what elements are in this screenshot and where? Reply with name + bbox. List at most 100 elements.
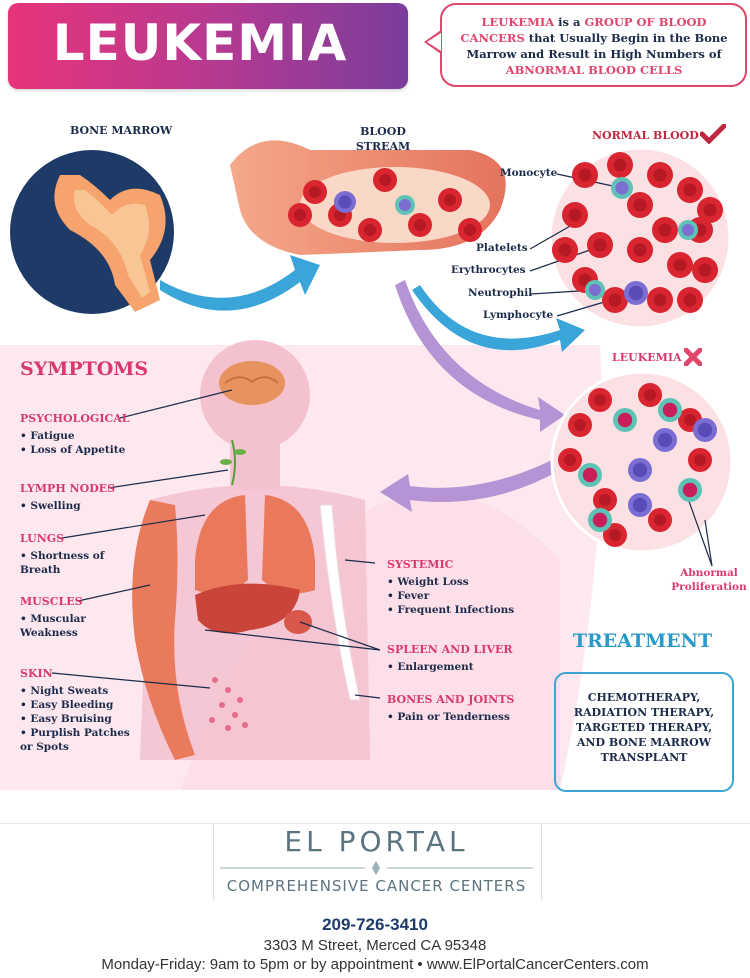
- spleen-shape: [284, 610, 312, 634]
- neutrophil-cell: [678, 220, 698, 240]
- footer-divider: [0, 823, 750, 824]
- def-highlight-2: ABNORMAL BLOOD CELLS: [505, 63, 683, 77]
- leukemic-cell: [628, 458, 652, 482]
- symptom-group-muscles: MUSCLES Muscular Weakness: [20, 595, 100, 640]
- neck-shape: [230, 440, 280, 490]
- red-blood-cell: [562, 202, 588, 228]
- symptom-item: Muscular Weakness: [20, 612, 100, 640]
- red-blood-cell: [593, 488, 617, 512]
- def-text-2: that Usually Begin in the Bone Marrow an…: [466, 31, 728, 61]
- arrow-leukemia-to-body: [380, 460, 560, 512]
- red-blood-cell: [358, 218, 382, 242]
- monocyte-cell: [611, 177, 633, 199]
- red-blood-cell: [638, 383, 662, 407]
- red-blood-cell: [692, 257, 718, 283]
- symptom-group-lungs: LUNGS Shortness of Breath: [20, 532, 115, 577]
- label-lymphocyte: Lymphocyte: [483, 309, 554, 321]
- right-lung: [262, 495, 315, 594]
- definition-text: LEUKEMIA is a GROUP OF BLOOD CANCERS tha…: [452, 14, 736, 78]
- leukemic-cell: [578, 463, 602, 487]
- red-blood-cell: [677, 177, 703, 203]
- label-neutrophil: Neutrophil: [468, 287, 533, 299]
- title-banner: [8, 3, 408, 89]
- symptom-item: Pain or Tenderness: [387, 710, 514, 724]
- red-blood-cell: [288, 203, 312, 227]
- lymphocyte-cell: [334, 191, 356, 213]
- leukemic-cell: [678, 478, 702, 502]
- leukemic-cell: [658, 398, 682, 422]
- red-blood-cell: [652, 217, 678, 243]
- bone-arm: [319, 504, 361, 701]
- red-blood-cell: [697, 197, 723, 223]
- logo-subtitle: COMPREHENSIVE CANCER CENTERS: [226, 877, 527, 895]
- red-blood-cell: [552, 237, 578, 263]
- hours-and-website[interactable]: Monday-Friday: 9am to 5pm or by appointm…: [101, 956, 649, 973]
- label-erythrocytes: Erythrocytes: [451, 264, 526, 276]
- red-blood-cell: [408, 213, 432, 237]
- def-highlight-1: GROUP OF BLOOD CANCERS: [460, 15, 707, 45]
- symptom-group-bones-joints: BONES AND JOINTS Pain or Tenderness: [387, 693, 514, 724]
- symptom-item: Loss of Appetite: [20, 443, 129, 457]
- symptom-heading: LUNGS: [20, 532, 65, 545]
- label-leukemia: LEUKEMIA: [612, 351, 682, 364]
- red-blood-cell: [587, 232, 613, 258]
- muscle-arm: [132, 500, 195, 760]
- symptom-heading: SPLEEN AND LIVER: [387, 643, 513, 656]
- label-abnormal-proliferation: Abnormal Proliferation: [671, 567, 747, 593]
- label-bone-marrow: BONE MARROW: [70, 124, 173, 137]
- red-blood-cell: [572, 162, 598, 188]
- check-icon: [700, 124, 726, 144]
- label-normal-blood: NORMAL BLOOD: [592, 129, 699, 142]
- neutrophil-cell: [585, 280, 605, 300]
- red-blood-cell: [568, 413, 592, 437]
- red-blood-cell: [602, 287, 628, 313]
- red-blood-cell: [607, 152, 633, 178]
- symptoms-title: SYMPTOMS: [20, 358, 149, 380]
- monocyte-cell: [395, 195, 415, 215]
- def-term: LEUKEMIA: [481, 15, 555, 29]
- symptom-item: Fever: [387, 589, 514, 603]
- symptom-heading: PSYCHOLOGICAL: [20, 412, 130, 425]
- treatment-box: [554, 672, 734, 792]
- liver-shape: [195, 583, 300, 634]
- page-title: LEUKEMIA: [52, 14, 348, 72]
- leukemic-cell: [588, 508, 612, 532]
- red-blood-cell: [303, 180, 327, 204]
- phone-number[interactable]: 209-726-3410: [322, 915, 428, 934]
- treatment-title: TREATMENT: [572, 630, 713, 652]
- logo-ornament: [220, 861, 533, 875]
- symptom-item: Weight Loss: [387, 575, 514, 589]
- symptom-group-skin: SKIN Night SweatsEasy BleedingEasy Bruis…: [20, 667, 140, 754]
- red-blood-cell: [627, 237, 653, 263]
- red-blood-cell: [373, 168, 397, 192]
- red-blood-cell: [438, 188, 462, 212]
- bubble-tail-inner: [427, 33, 441, 51]
- treatment-text: CHEMOTHERAPY, RADIATION THERAPY, TARGETE…: [573, 691, 715, 764]
- lymph-node-sprig: [231, 439, 236, 486]
- label-monocyte: Monocyte: [500, 167, 558, 179]
- symptom-group-spleen-liver: SPLEEN AND LIVER Enlargement: [387, 643, 513, 674]
- red-blood-cell: [667, 252, 693, 278]
- red-blood-cell: [588, 388, 612, 412]
- symptom-heading: BONES AND JOINTS: [387, 693, 515, 706]
- label-platelets: Platelets: [476, 242, 528, 254]
- arrow-stream-to-normal: [412, 285, 585, 352]
- leukemic-cell: [628, 493, 652, 517]
- cross-icon: [684, 348, 702, 366]
- def-text-1: is a: [554, 15, 585, 29]
- symptom-group-lymph-nodes: LYMPH NODES Swelling: [20, 482, 115, 513]
- red-blood-cell: [627, 192, 653, 218]
- red-blood-cell: [648, 508, 672, 532]
- address: 3303 M Street, Merced CA 95348: [263, 937, 487, 954]
- red-blood-cell: [603, 523, 627, 547]
- arrow-stream-to-leukemia: [395, 280, 565, 432]
- symptom-item: Purplish Patches or Spots: [20, 726, 140, 754]
- logo-frame: [213, 825, 542, 900]
- symptom-item: Swelling: [20, 499, 115, 513]
- left-lung: [195, 495, 248, 594]
- symptom-item: Easy Bleeding: [20, 698, 140, 712]
- red-blood-cell: [677, 287, 703, 313]
- label-blood-stream: BLOOD STREAM: [355, 125, 411, 153]
- arrow-marrow-to-stream: [160, 255, 320, 311]
